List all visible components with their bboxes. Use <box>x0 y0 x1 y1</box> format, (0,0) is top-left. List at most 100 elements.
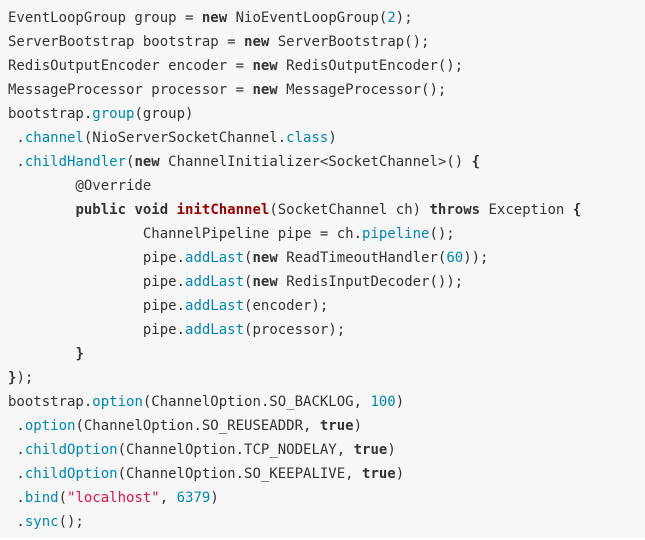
code-line: bootstrap.group(group) <box>8 102 637 126</box>
code-text: ) <box>387 442 396 458</box>
code-text: ) <box>210 490 219 506</box>
keyword: { <box>471 154 481 170</box>
function-definition: initChannel <box>176 202 270 218</box>
code-text: (SocketChannel ch) <box>269 202 430 218</box>
method-name: childOption <box>24 466 118 482</box>
code-text: . <box>8 130 25 146</box>
keyword: throws <box>429 202 481 218</box>
code-line: }); <box>8 366 637 390</box>
code-text: (processor); <box>244 322 346 338</box>
keyword: new <box>252 58 278 74</box>
method-name: addLast <box>185 298 245 314</box>
code-line: .option(ChannelOption.SO_REUSEADDR, true… <box>8 414 637 438</box>
code-text: ServerBootstrap bootstrap = <box>8 34 245 50</box>
code-text: ChannelInitializer<SocketChannel>() <box>159 154 472 170</box>
code-line: public void initChannel(SocketChannel ch… <box>8 198 637 222</box>
code-line: .childHandler(new ChannelInitializer<Soc… <box>8 150 637 174</box>
keyword: new <box>252 82 278 98</box>
code-line: } <box>8 342 637 366</box>
code-line: MessageProcessor processor = new Message… <box>8 78 637 102</box>
code-text: )); <box>463 250 489 266</box>
keyword: true <box>319 418 354 434</box>
keyword: new <box>134 154 160 170</box>
code-text: (ChannelOption.TCP_NODELAY, <box>117 442 354 458</box>
code-text: (); <box>429 226 455 242</box>
code-text: ) <box>328 130 337 146</box>
code-text: @Override <box>8 178 152 194</box>
code-text: Exception <box>480 202 573 218</box>
code-text: ( <box>244 250 253 266</box>
keyword: new <box>201 10 228 26</box>
method-name: group <box>92 106 135 122</box>
string-literal: "localhost" <box>67 490 160 506</box>
code-text: bootstrap. <box>8 394 93 410</box>
code-text: NioEventLoopGroup( <box>227 10 388 26</box>
code-line: .channel(NioServerSocketChannel.class) <box>8 126 637 150</box>
code-text: ( <box>244 274 253 290</box>
code-line: RedisOutputEncoder encoder = new RedisOu… <box>8 54 637 78</box>
code-text: ReadTimeoutHandler( <box>277 250 447 266</box>
method-name: sync <box>24 514 59 530</box>
code-text: . <box>8 154 25 170</box>
code-text: MessageProcessor(); <box>277 82 447 98</box>
method-name: addLast <box>185 250 245 266</box>
code-text: ); <box>395 10 413 26</box>
keyword: new <box>252 250 278 266</box>
code-text: ); <box>16 370 34 386</box>
code-text: pipe. <box>8 298 186 314</box>
code-line: pipe.addLast(encoder); <box>8 294 637 318</box>
code-line: .childOption(ChannelOption.TCP_NODELAY, … <box>8 438 637 462</box>
code-text <box>8 202 75 218</box>
code-text: , <box>159 490 177 506</box>
code-text: EventLoopGroup group = <box>8 10 202 26</box>
code-text: pipe. <box>8 322 186 338</box>
keyword: true <box>362 466 396 482</box>
code-line: pipe.addLast(new ReadTimeoutHandler(60))… <box>8 246 637 270</box>
code-text: (encoder); <box>244 298 329 314</box>
code-text: (ChannelOption.SO_KEEPALIVE, <box>117 466 363 482</box>
code-text: (group) <box>134 106 194 122</box>
code-text: (ChannelOption.SO_BACKLOG, <box>142 394 371 410</box>
code-text: ) <box>395 466 405 482</box>
method-name: option <box>92 394 143 410</box>
code-text: (NioServerSocketChannel. <box>83 130 287 146</box>
code-text: ServerBootstrap(); <box>269 34 430 50</box>
code-text: pipe. <box>8 274 186 290</box>
code-text: ChannelPipeline pipe = ch. <box>8 226 363 242</box>
code-text: . <box>8 490 25 506</box>
method-name: option <box>24 418 76 434</box>
method-name: class <box>286 130 329 146</box>
code-text: RedisOutputEncoder encoder = <box>8 58 253 74</box>
code-line: ChannelPipeline pipe = ch.pipeline(); <box>8 222 637 246</box>
code-text: ) <box>353 418 363 434</box>
code-text: (ChannelOption.SO_REUSEADDR, <box>75 418 320 434</box>
code-text: MessageProcessor processor = <box>8 82 253 98</box>
keyword: new <box>244 34 270 50</box>
method-name: addLast <box>185 322 245 338</box>
keyword: } <box>8 370 17 386</box>
number-literal: 6379 <box>176 490 211 506</box>
code-line: ServerBootstrap bootstrap = new ServerBo… <box>8 30 637 54</box>
code-text: RedisInputDecoder()); <box>277 274 464 290</box>
code-text: RedisOutputEncoder(); <box>277 58 464 74</box>
code-text <box>168 202 176 218</box>
number-literal: 60 <box>446 250 464 266</box>
keyword: public <box>75 202 127 218</box>
code-text: ( <box>58 490 68 506</box>
method-name: pipeline <box>362 226 430 242</box>
keyword: void <box>134 202 169 218</box>
code-line: EventLoopGroup group = new NioEventLoopG… <box>8 6 637 30</box>
code-line: @Override <box>8 174 637 198</box>
code-text: bootstrap. <box>8 106 93 122</box>
keyword: true <box>353 442 388 458</box>
number-literal: 100 <box>370 394 396 410</box>
code-text: pipe. <box>8 250 186 266</box>
code-text <box>8 346 75 362</box>
code-line: .sync(); <box>8 510 637 534</box>
code-text: . <box>8 418 25 434</box>
method-name: childOption <box>24 442 118 458</box>
code-text: ) <box>395 394 405 410</box>
method-name: childHandler <box>24 154 127 170</box>
